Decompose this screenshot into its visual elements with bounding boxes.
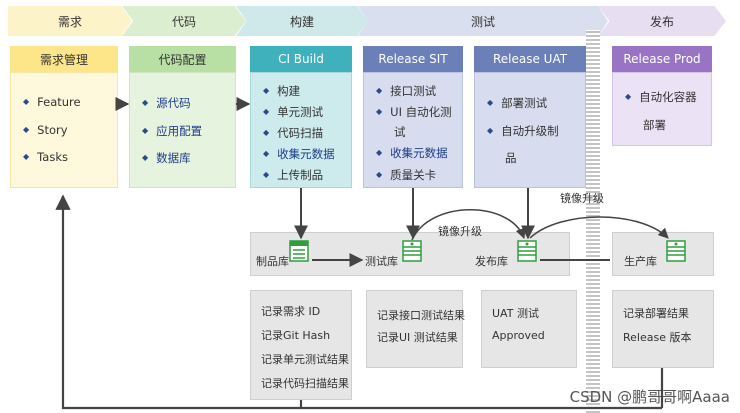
bullet-icon: ◆: [376, 107, 383, 116]
stage-test: 测试: [358, 6, 608, 36]
release-repo-icon: [517, 240, 537, 262]
release-sit-title: Release SIT: [378, 52, 448, 66]
list-item: ◆自动化容器: [625, 90, 697, 104]
bullet-icon: ◆: [376, 86, 383, 95]
list-item: ◆部署测试: [487, 96, 548, 110]
record-item: 记录代码扫描结果: [261, 377, 349, 390]
bullet-icon: ◆: [625, 92, 632, 101]
code-title: 代码配置: [158, 52, 207, 67]
watermark: CSDN @鹏哥哥啊Aaaa: [569, 388, 730, 406]
stage-release: 发布: [598, 6, 726, 36]
list-item-continued: 品: [505, 151, 517, 165]
release-uat-body: ◆部署测试 ◆自动升级制 品: [474, 72, 586, 188]
bullet-icon: ◆: [263, 170, 270, 179]
stage-label: 需求: [57, 14, 82, 29]
code-header: 代码配置: [129, 46, 236, 72]
list-item: ◆源代码: [142, 96, 191, 110]
record-item: Approved: [492, 329, 545, 342]
arc-release-to-prod: [529, 216, 669, 239]
list-item: ◆代码扫描: [263, 126, 324, 140]
test-repo-icon: [402, 240, 422, 262]
stage-label: 代码: [171, 14, 196, 29]
record-item: 记录部署结果: [623, 307, 689, 320]
list-item: ◆UI 自动化测: [376, 105, 452, 119]
release-sit-header: Release SIT: [363, 46, 463, 72]
image-upgrade-label: 镜像升级: [438, 225, 482, 238]
bullet-icon: ◆: [142, 98, 149, 107]
release-prod-body: ◆自动化容器 部署: [612, 72, 712, 146]
list-item: ◆构建: [263, 84, 301, 98]
bullet-icon: ◆: [142, 153, 149, 162]
list-item: ◆接口测试: [376, 84, 437, 98]
stage-build: 构建: [236, 6, 368, 36]
release-uat-header: Release UAT: [474, 46, 586, 72]
record-item: Release 版本: [623, 331, 692, 344]
prod-repo-label: 生产库: [624, 255, 657, 268]
release-prod-title: Release Prod: [623, 52, 701, 66]
requirements-body: ◆Feature ◆Story ◆Tasks: [10, 72, 118, 188]
sit-records-box: 记录接口测试结果 记录UI 测试结果: [366, 290, 465, 368]
code-body: ◆源代码 ◆应用配置 ◆数据库: [129, 72, 236, 188]
stage-divider: [586, 30, 600, 413]
test-repo-label: 测试库: [365, 255, 398, 268]
record-item: 记录Git Hash: [261, 329, 331, 342]
record-item: UAT 测试: [492, 307, 539, 320]
bullet-icon: ◆: [142, 126, 149, 135]
bullet-icon: ◆: [263, 86, 270, 95]
list-item: ◆数据库: [142, 151, 191, 165]
prod-repo-icon: [666, 240, 686, 262]
record-item: 记录需求 ID: [261, 305, 321, 318]
prod-records-box: 记录部署结果 Release 版本: [612, 290, 714, 368]
stage-requirements: 需求: [8, 6, 132, 36]
bullet-icon: ◆: [23, 97, 30, 106]
bullet-icon: ◆: [263, 107, 270, 116]
stage-label: 发布: [649, 14, 674, 29]
record-item: 记录单元测试结果: [261, 353, 349, 366]
list-item: ◆自动升级制: [487, 124, 559, 138]
bullet-icon: ◆: [487, 98, 494, 107]
release-repo-label: 发布库: [475, 255, 508, 268]
requirements-title: 需求管理: [39, 52, 88, 67]
requirements-header: 需求管理: [10, 46, 118, 72]
list-item: ◆质量关卡: [376, 168, 437, 182]
list-item-continued: 部署: [643, 118, 666, 132]
uat-records-box: UAT 测试 Approved: [481, 290, 577, 368]
stage-code: 代码: [122, 6, 246, 36]
ci-build-title: CI Build: [278, 52, 324, 66]
release-sit-body: ◆接口测试 ◆UI 自动化测 试 ◆收集元数据 ◆质量关卡: [363, 72, 463, 188]
bullet-icon: ◆: [23, 152, 30, 161]
bullet-icon: ◆: [263, 128, 270, 137]
list-item-continued: 试: [394, 125, 406, 139]
record-item: 记录UI 测试结果: [377, 331, 458, 344]
stage-label: 构建: [289, 14, 314, 29]
list-item: ◆Tasks: [23, 150, 68, 164]
list-item: ◆Story: [23, 123, 68, 137]
bullet-icon: ◆: [376, 170, 383, 179]
feedback-loop: [55, 194, 303, 410]
build-records-box: 记录需求 ID 记录Git Hash 记录单元测试结果 记录代码扫描结果: [250, 290, 352, 400]
list-item: ◆单元测试: [263, 105, 324, 119]
artifact-repo-icon: [289, 240, 309, 262]
arc-test-to-release: [411, 209, 526, 241]
list-item: ◆上传制品: [263, 168, 324, 182]
release-prod-header: Release Prod: [612, 46, 712, 72]
stage-label: 测试: [470, 14, 495, 29]
image-upgrade-label: 镜像升级: [560, 192, 604, 205]
list-item: ◆收集元数据: [263, 147, 335, 161]
list-item: ◆Feature: [23, 95, 81, 109]
bullet-icon: ◆: [487, 126, 494, 135]
artifact-repo-label: 制品库: [256, 255, 289, 268]
bullet-icon: ◆: [23, 125, 30, 134]
ci-build-header: CI Build: [250, 46, 352, 72]
release-uat-title: Release UAT: [492, 52, 568, 66]
list-item: ◆收集元数据: [376, 146, 448, 160]
bullet-icon: ◆: [263, 149, 270, 158]
bullet-icon: ◆: [376, 148, 383, 157]
list-item: ◆应用配置: [142, 124, 203, 138]
ci-build-body: ◆构建 ◆单元测试 ◆代码扫描 ◆收集元数据 ◆上传制品: [250, 72, 352, 188]
record-item: 记录接口测试结果: [377, 309, 465, 322]
